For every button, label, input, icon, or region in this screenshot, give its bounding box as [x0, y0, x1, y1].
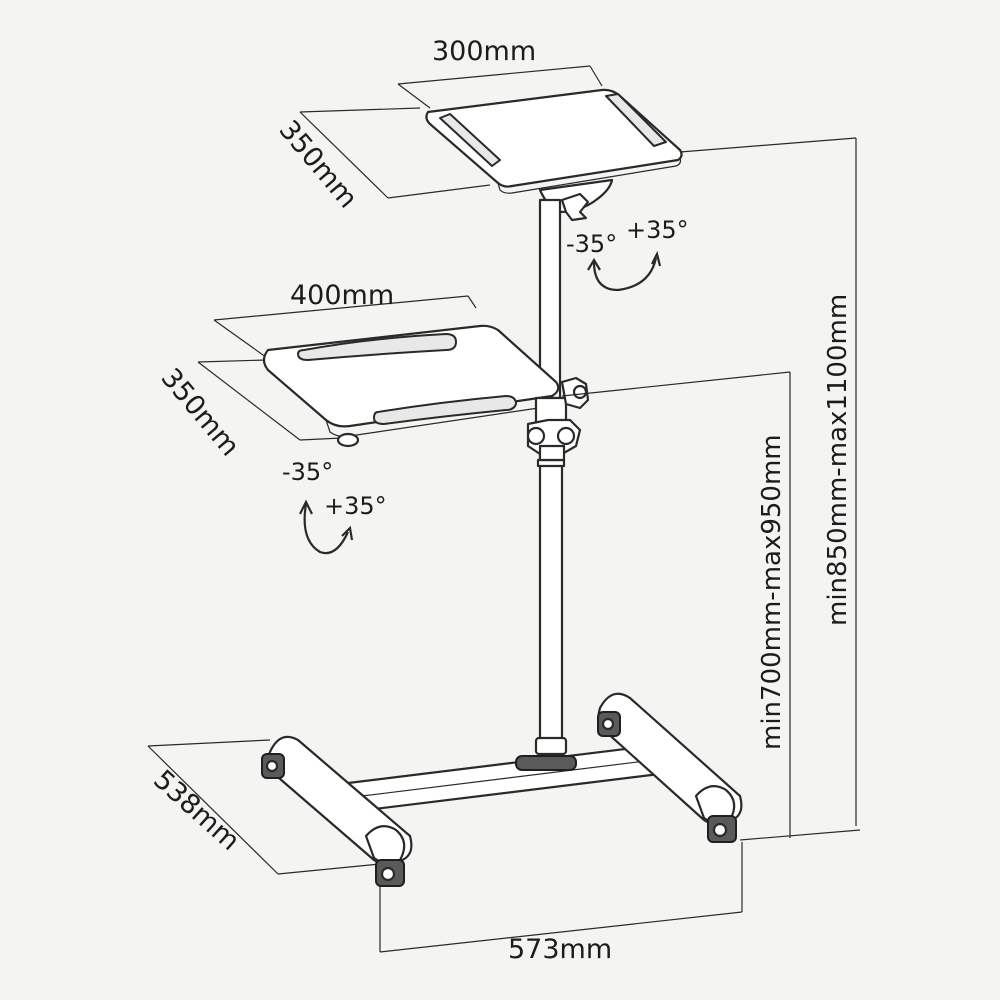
base-left-leg: [261, 735, 413, 887]
base-right-leg: [597, 692, 743, 843]
top-tray-right-rest: [605, 93, 667, 147]
top-tray-dimension-lines: [299, 65, 603, 199]
main-tray-height-label: min700mm-max950mm: [757, 434, 787, 750]
top-tray-width-label: 300mm: [432, 36, 536, 67]
height-lock-knob: [526, 426, 546, 446]
center-pole: [534, 198, 568, 756]
main-tray-foot: [336, 432, 360, 448]
pole-base-plate: [515, 755, 577, 771]
main-tray-dimension-lines: [197, 295, 477, 441]
main-tray-top-grip: [297, 333, 457, 361]
main-tray-tilt-min-label: -35°: [282, 458, 333, 486]
main-tray-tilt-max-label: +35°: [324, 492, 387, 520]
main-tray-front-grip: [373, 395, 517, 425]
main-tray-width-label: 400mm: [290, 280, 394, 311]
top-tray-tilt-min-label: -35°: [566, 230, 617, 258]
main-tray-tilt-indicator: [299, 499, 354, 555]
base-width-label: 573mm: [508, 934, 612, 965]
main-tray-clamp: [526, 376, 590, 462]
base-frame: [338, 742, 678, 814]
height-dimension-lines: [561, 137, 861, 841]
main-tray-depth-label: 350mm: [155, 363, 246, 463]
top-tray-tilt-max-label: +35°: [626, 216, 689, 244]
top-tray-tilt-indicator: [587, 250, 662, 292]
top-tray: [425, 88, 683, 194]
base-depth-label: 538mm: [147, 764, 245, 857]
top-tray-left-rest: [439, 113, 501, 167]
main-tray-side-knob: [572, 384, 588, 400]
top-tray-knob: [560, 192, 590, 222]
top-tray-height-label: min850mm-max1100mm: [823, 294, 853, 626]
base-dimension-lines: [147, 739, 743, 953]
main-tray: [262, 324, 561, 448]
